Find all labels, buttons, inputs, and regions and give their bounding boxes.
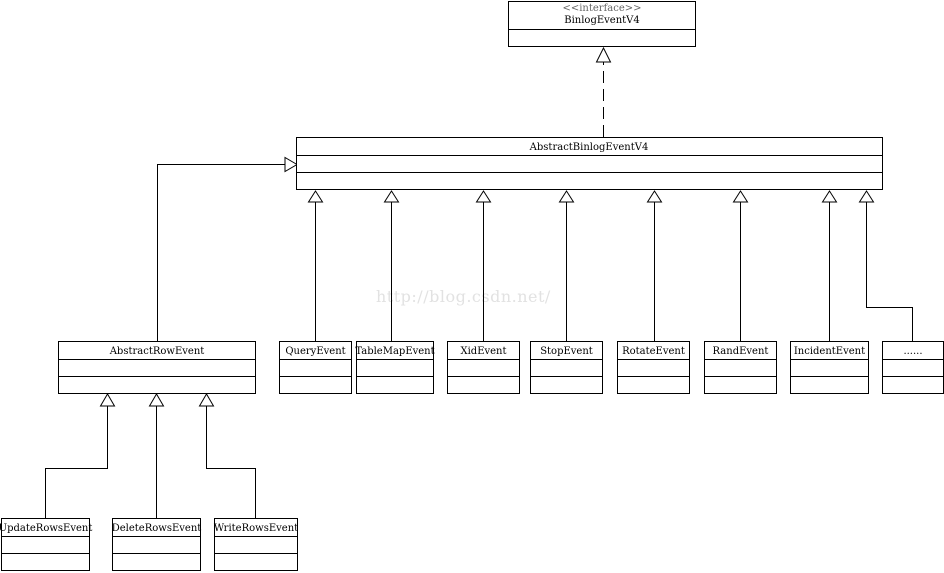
class-more-events: ...... — [882, 341, 944, 394]
class-rotate-event: RotateEvent — [617, 341, 690, 394]
generalization-line-write-rows — [206, 406, 256, 518]
realization-arrowhead — [595, 46, 612, 63]
generalization-arrowhead-abstract-row — [284, 156, 298, 173]
arrowheads — [99, 46, 875, 407]
class-name: ...... — [903, 346, 922, 357]
class-delete-rows-event: DeleteRowsEvent — [112, 518, 202, 571]
connectors — [45, 62, 913, 518]
class-write-rows-event: WriteRowsEvent — [214, 518, 298, 571]
class-name: DeleteRowsEvent — [112, 523, 202, 534]
class-name: AbstractRowEvent — [109, 346, 205, 357]
class-name: IncidentEvent — [794, 346, 865, 357]
generalization-line-more — [866, 202, 913, 341]
class-name: BinlogEventV4 — [564, 15, 640, 26]
class-name: RotateEvent — [622, 346, 685, 357]
class-stereotype: <<interface>> — [562, 3, 641, 14]
class-query-event: QueryEvent — [279, 341, 352, 394]
watermark-text: http://blog.csdn.net/ — [376, 287, 551, 306]
class-stop-event: StopEvent — [530, 341, 603, 394]
generalization-arrowhead-rand — [732, 190, 749, 203]
generalization-arrowhead-rotate — [646, 190, 663, 203]
generalization-arrowhead-update-rows — [99, 393, 116, 407]
generalization-arrowhead-query — [307, 190, 324, 203]
class-incident-event: IncidentEvent — [790, 341, 869, 394]
class-name: TableMapEvent — [355, 346, 434, 357]
class-name: RandEvent — [713, 346, 769, 357]
class-table-map-event: TableMapEvent — [355, 341, 435, 394]
generalization-arrowhead-tablemap — [383, 190, 400, 203]
generalization-arrowhead-incident — [821, 190, 838, 203]
class-name: WriteRowsEvent — [214, 523, 298, 534]
class-name: AbstractBinlogEventV4 — [529, 142, 649, 153]
generalization-arrowhead-delete-rows — [148, 393, 165, 407]
class-rand-event: RandEvent — [704, 341, 777, 394]
generalization-arrowhead-write-rows — [198, 393, 215, 407]
generalization-arrowhead-xid — [475, 190, 492, 203]
generalization-arrowhead-stop — [558, 190, 575, 203]
class-abstract-binlog-event-v4: AbstractBinlogEventV4 — [296, 137, 883, 190]
generalization-line-update-rows — [45, 406, 108, 518]
class-name: StopEvent — [540, 346, 593, 357]
class-name: QueryEvent — [285, 346, 345, 357]
generalization-arrowhead-more — [858, 190, 875, 203]
class-name: XidEvent — [460, 346, 506, 357]
class-update-rows-event: UpdateRowsEvent — [0, 518, 92, 571]
class-xid-event: XidEvent — [447, 341, 520, 394]
class-name: UpdateRowsEvent — [0, 523, 92, 534]
class-binlog-event-v4: <<interface>> BinlogEventV4 — [508, 1, 696, 47]
generalization-line-abstract-row — [157, 164, 285, 341]
class-abstract-row-event: AbstractRowEvent — [58, 341, 256, 394]
